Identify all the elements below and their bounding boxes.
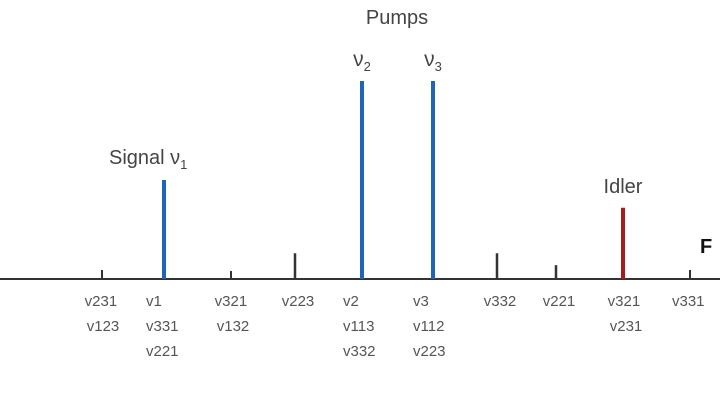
freq-label-group-6: v332 [484,293,517,310]
freq-label-group-3: v223 [282,293,315,310]
frequency-labels: v231 v123 v1 v331 v221 v321 v132 v223 v2… [85,293,705,360]
pump-symbol-v3: ν3 [424,48,442,74]
freq-label-group-4: v2 v113 v332 [343,293,379,360]
axis-ticks [101,270,691,279]
axis-label-cut: F [700,236,712,258]
freq-label-group-0: v231 v123 [85,293,122,335]
signal-label: Signal ν1 [109,147,187,172]
freq-label-group-7: v221 [543,293,576,310]
freq-label-group-2: v321 v132 [215,293,252,335]
pump-symbol-v2: ν2 [353,48,371,74]
freq-label-group-9: v331 [672,293,705,310]
idler-label: Idler [604,176,643,198]
spectral-lines [162,81,625,279]
freq-label-group-5: v3 v112 v223 [413,293,449,360]
freq-label-group-8: v321 v231 [608,293,645,335]
pumps-label: Pumps [366,7,428,29]
freq-label-group-1: v1 v331 v221 [146,293,183,360]
